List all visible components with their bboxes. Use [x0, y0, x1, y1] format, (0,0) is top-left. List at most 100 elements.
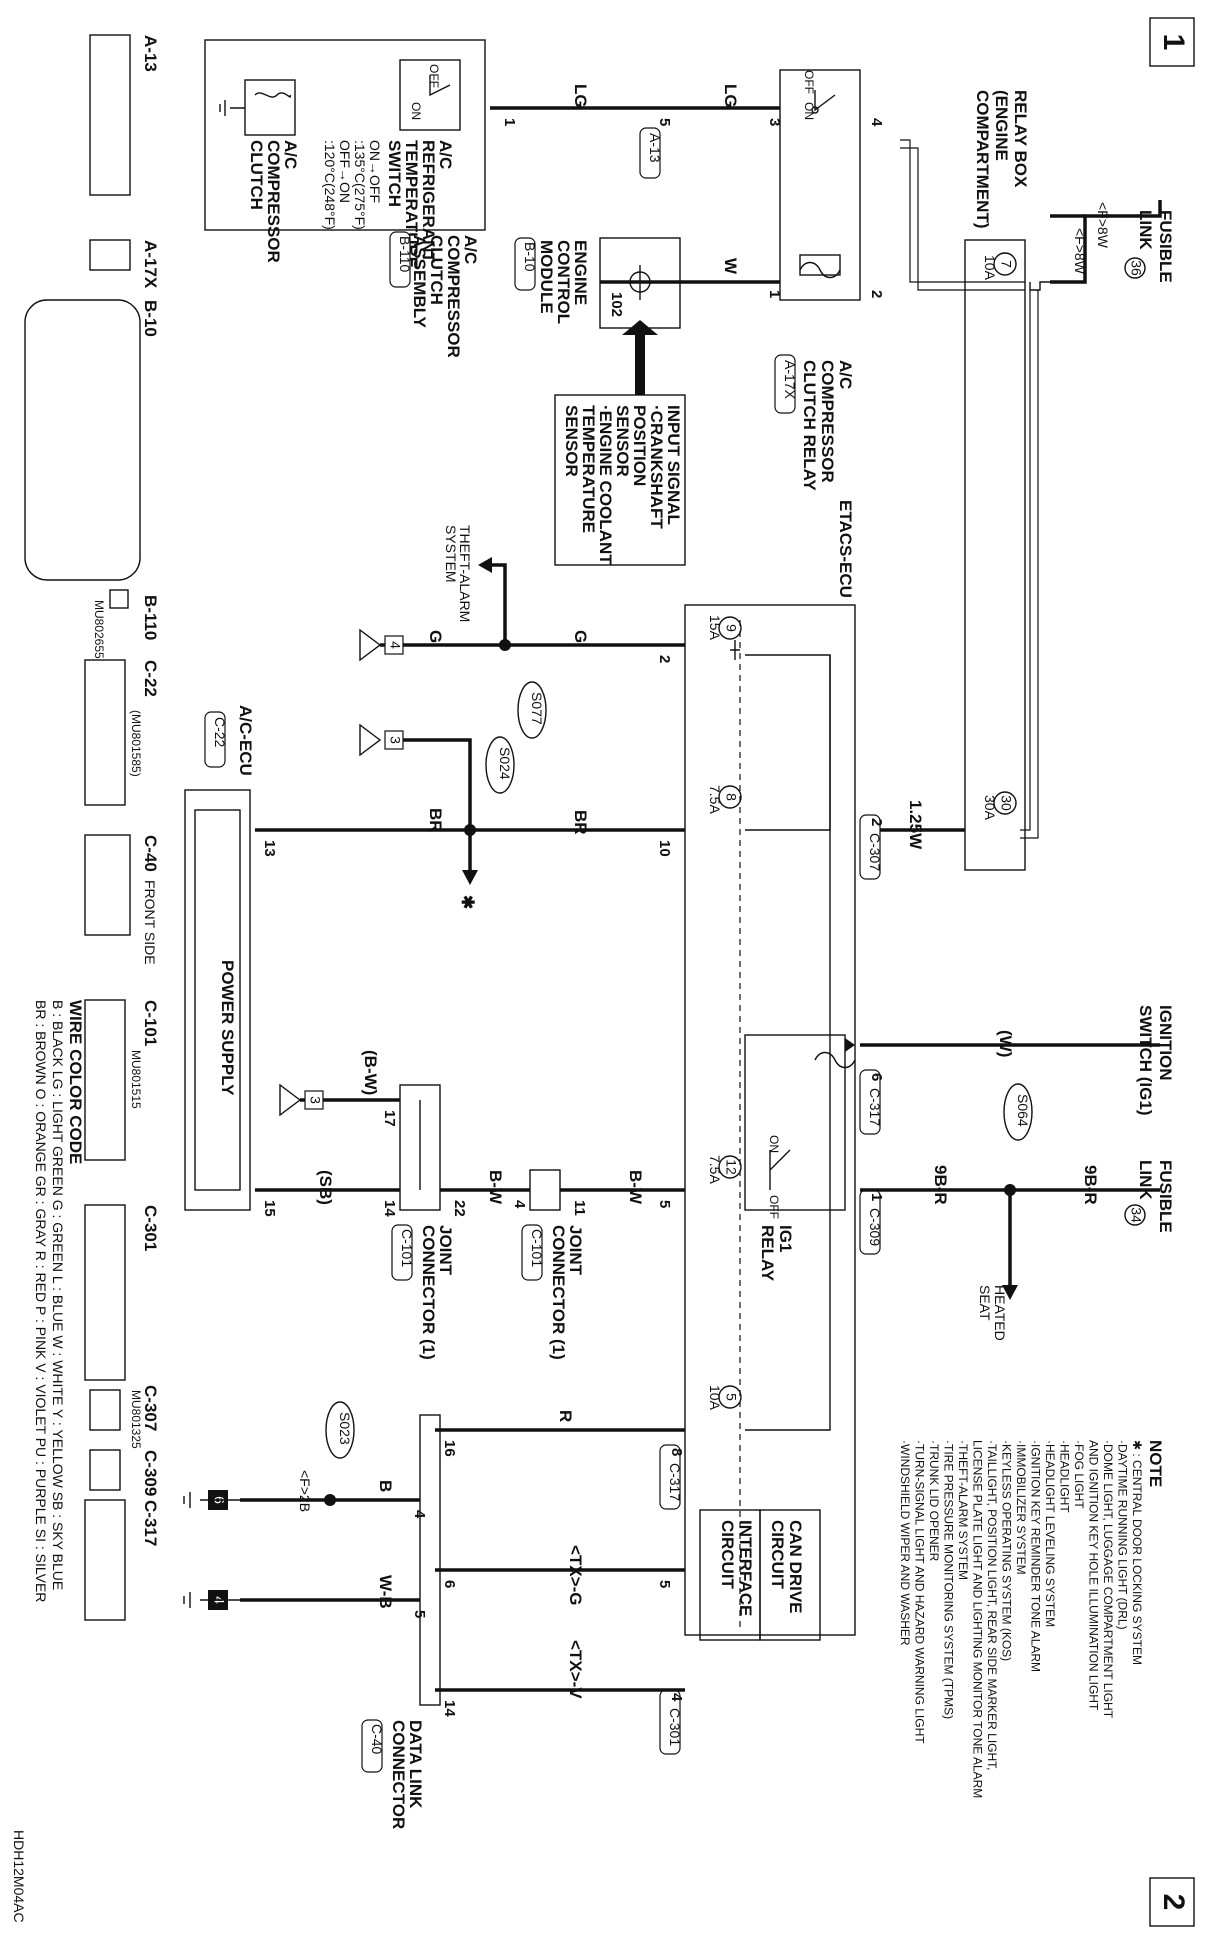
svg-text:5: 5	[656, 118, 673, 126]
svg-text:C-22: C-22	[212, 717, 228, 748]
svg-text:OFF→ON: OFF→ON	[337, 140, 353, 203]
svg-text:C-101: C-101	[141, 1000, 160, 1046]
svg-text:30: 30	[998, 795, 1014, 811]
svg-text:S064: S064	[1015, 1094, 1031, 1127]
svg-text:B-10: B-10	[141, 300, 160, 337]
svg-text:OFF: OFF	[802, 70, 816, 94]
svg-text:CIRCUIT: CIRCUIT	[768, 1520, 787, 1590]
svg-text:COMPRESSOR: COMPRESSOR	[264, 140, 283, 263]
svg-text:COMPARTMENT): COMPARTMENT)	[973, 90, 992, 229]
ground-icon	[183, 1492, 240, 1508]
svg-text:9: 9	[723, 624, 739, 632]
svg-text:(MU801585): (MU801585)	[129, 710, 143, 777]
svg-text:LG: LG	[721, 84, 740, 108]
svg-text:ON→OFF: ON→OFF	[367, 140, 383, 203]
note-line: ·TRUNK LID OPENER	[927, 1440, 941, 1562]
svg-text:JOINT: JOINT	[566, 1225, 585, 1276]
svg-text:C-301: C-301	[667, 1708, 683, 1746]
svg-text:8: 8	[668, 1448, 685, 1456]
svg-text:5: 5	[411, 1610, 428, 1618]
svg-text:B-110: B-110	[141, 595, 160, 640]
ac-clutch-relay-switch: OFF ON	[799, 70, 841, 279]
connector-tag-a13	[639, 127, 661, 179]
svg-text:SWITCH: SWITCH	[385, 140, 404, 207]
svg-text:A/C-ECU: A/C-ECU	[236, 705, 255, 776]
svg-text:9B-R: 9B-R	[1081, 1165, 1100, 1205]
svg-text:LINK: LINK	[1136, 210, 1155, 250]
connector-b10-view: B-10	[24, 299, 160, 581]
svg-text:3: 3	[387, 736, 403, 744]
note-line: ·THEFT-ALARM SYSTEM	[956, 1440, 970, 1580]
svg-text:WIRE COLOR CODE: WIRE COLOR CODE	[66, 1000, 85, 1164]
svg-text:2: 2	[1157, 1894, 1190, 1911]
svg-text:C-40: C-40	[141, 835, 160, 872]
svg-text:5: 5	[723, 1393, 739, 1401]
etacs-ecu-box	[684, 604, 856, 1636]
note-line: AND IGNITION KEY HOLE ILLUMINATION LIGHT	[1087, 1440, 1101, 1711]
note-line: ·HEADLIGHT LEVELING SYSTEM	[1043, 1440, 1057, 1627]
note-title: NOTE	[1146, 1440, 1165, 1487]
svg-text:11: 11	[571, 1200, 588, 1216]
svg-text:B-10: B-10	[522, 242, 538, 272]
svg-text:6: 6	[441, 1580, 458, 1588]
svg-text:14: 14	[381, 1200, 398, 1217]
fuse-8	[718, 785, 742, 809]
svg-text:C-309: C-309	[867, 1208, 883, 1246]
svg-text:C-307: C-307	[141, 1385, 160, 1431]
svg-text:102: 102	[608, 292, 625, 317]
svg-text:COMPRESSOR: COMPRESSOR	[818, 360, 837, 483]
svg-text:4: 4	[511, 1200, 528, 1209]
svg-text:S023: S023	[337, 1412, 353, 1445]
svg-text:6: 6	[868, 1073, 885, 1081]
wire-color-code: WIRE COLOR CODE B : BLACK LG : LIGHT GRE…	[33, 1000, 85, 1602]
joint-connector-2-box	[529, 1169, 561, 1211]
note-line: ·TIRE PRESSURE MONITORING SYSTEM (TPMS)	[942, 1440, 956, 1719]
dlc-label: DATA LINK CONNECTOR C-40	[361, 1719, 425, 1829]
svg-text:10A: 10A	[982, 255, 998, 281]
svg-text:THEFT-ALARM: THEFT-ALARM	[457, 525, 473, 622]
svg-text:A/C: A/C	[461, 235, 480, 264]
svg-text:SWITCH (IG1): SWITCH (IG1)	[1136, 1005, 1155, 1116]
svg-text:C-317: C-317	[867, 1088, 883, 1126]
svg-text:36: 36	[1128, 260, 1144, 276]
svg-text:BR: BR	[426, 808, 445, 833]
svg-text:DATA LINK: DATA LINK	[406, 1720, 425, 1809]
heated-seat-label: HEATED SEAT	[977, 1285, 1008, 1341]
ac-ecu-box	[184, 789, 251, 1211]
svg-text:G: G	[571, 630, 590, 643]
svg-text:CAN DRIVE: CAN DRIVE	[786, 1520, 805, 1614]
note-block: NOTE ✱ : CENTRAL DOOR LOCKING SYSTEM·DAY…	[898, 1440, 1165, 1798]
svg-text:4: 4	[668, 1693, 685, 1702]
connector-c307-view: C-307 MU801325	[89, 1385, 160, 1449]
svg-text:FRONT SIDE: FRONT SIDE	[142, 880, 158, 965]
ac-ecu-label: A/C-ECU C-22	[204, 705, 255, 776]
note-line: LICENSE PLATE LIGHT AND LIGHTING MONITOR…	[971, 1440, 985, 1798]
svg-text:<TX>-V: <TX>-V	[566, 1640, 585, 1699]
note-line: ·FOG LIGHT	[1072, 1440, 1086, 1509]
svg-text:12: 12	[723, 1159, 739, 1175]
ignition-switch-label: IGNITION SWITCH (IG1)	[1136, 1005, 1175, 1116]
svg-text:(B-W): (B-W)	[361, 1050, 380, 1095]
svg-text:CONNECTOR (1): CONNECTOR (1)	[419, 1225, 438, 1360]
svg-text:15A: 15A	[707, 615, 723, 641]
connector-c317-view: C-317	[84, 1499, 160, 1621]
svg-text:<F>2B: <F>2B	[297, 1470, 313, 1512]
fusible-link-36-label: FUSIBLE LINK 36	[1124, 210, 1175, 283]
svg-text:ENGINE: ENGINE	[571, 240, 590, 305]
svg-text:INTERFACE: INTERFACE	[736, 1520, 755, 1616]
theft-alarm-label: THEFT-ALARM SYSTEM	[443, 525, 473, 622]
svg-text:C-40: C-40	[369, 1724, 385, 1755]
splice-s024	[485, 736, 515, 794]
relay-box-label: RELAY BOX (ENGINE COMPARTMENT)	[973, 90, 1030, 229]
svg-text:4: 4	[411, 1510, 428, 1519]
svg-text:A-17X: A-17X	[141, 240, 160, 289]
svg-text:30A: 30A	[982, 795, 998, 821]
svg-text:CONNECTOR (1): CONNECTOR (1)	[549, 1225, 568, 1360]
note-line: ·DOME LIGHT, LUGGAGE COMPARTMENT LIGHT	[1101, 1440, 1115, 1719]
ac-clutch-relay-label: A/C COMPRESSOR CLUTCH RELAY A-17X	[774, 354, 855, 491]
page-number-top: 1	[1149, 17, 1195, 67]
svg-text:3: 3	[307, 1096, 323, 1104]
svg-text:B: B	[376, 1480, 395, 1492]
note-line: ·KEYLESS OPERATING SYSTEM (KOS)	[1000, 1440, 1014, 1661]
